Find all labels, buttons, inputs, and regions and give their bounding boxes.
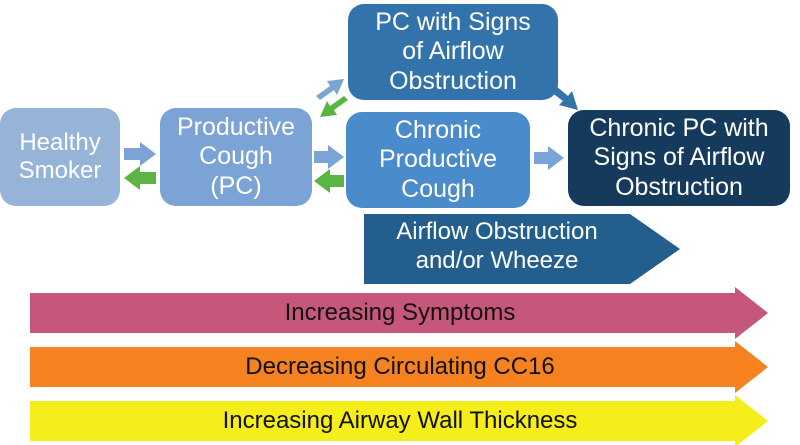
arrow-pc-to-cpc	[314, 145, 344, 169]
box-chronic-productive-cough: Chronic Productive Cough	[346, 112, 530, 208]
connector-arrows	[124, 79, 578, 193]
pc-airflow-obstruction-label: PC with Signs of Airflow Obstruction	[375, 7, 531, 95]
arrow-pc-to-pcsigns	[316, 79, 344, 100]
arrow-cpc-to-pc	[314, 169, 344, 193]
arrow-healthy-to-pc	[124, 142, 156, 166]
arrow-pcsigns-to-cpcsigns	[551, 86, 578, 110]
productive-cough-label: Productive Cough (PC)	[176, 112, 296, 200]
band-label-symptoms: Increasing Symptoms	[284, 299, 516, 326]
healthy-smoker-label: Healthy Smoker	[18, 128, 102, 184]
box-healthy-smoker: Healthy Smoker	[0, 108, 120, 206]
chronic-pc-airflow-obstruction-label: Chronic PC with Signs of Airflow Obstruc…	[589, 113, 769, 201]
band-decreasing-cc16	[30, 341, 768, 393]
arrow-pc-to-healthy	[124, 166, 156, 190]
band-airway-wall	[30, 395, 768, 445]
band-label-airway-wall: Increasing Airway Wall Thickness	[222, 407, 578, 434]
band-label-cc16: Decreasing Circulating CC16	[245, 353, 555, 380]
airflow-obstruction-arrow	[364, 214, 680, 284]
chronic-productive-cough-label: Chronic Productive Cough	[378, 115, 498, 203]
box-pc-airflow-obstruction: PC with Signs of Airflow Obstruction	[348, 4, 558, 100]
box-productive-cough: Productive Cough (PC)	[160, 108, 312, 206]
arrow-pcsigns-to-pc	[320, 96, 348, 117]
box-chronic-pc-airflow-obstruction: Chronic PC with Signs of Airflow Obstruc…	[568, 110, 790, 206]
arrow-cpc-to-cpcsigns	[534, 146, 564, 170]
band-increasing-symptoms	[30, 287, 768, 339]
airflow-obstruction-label: Airflow Obstruction and/or Wheeze	[396, 218, 598, 275]
